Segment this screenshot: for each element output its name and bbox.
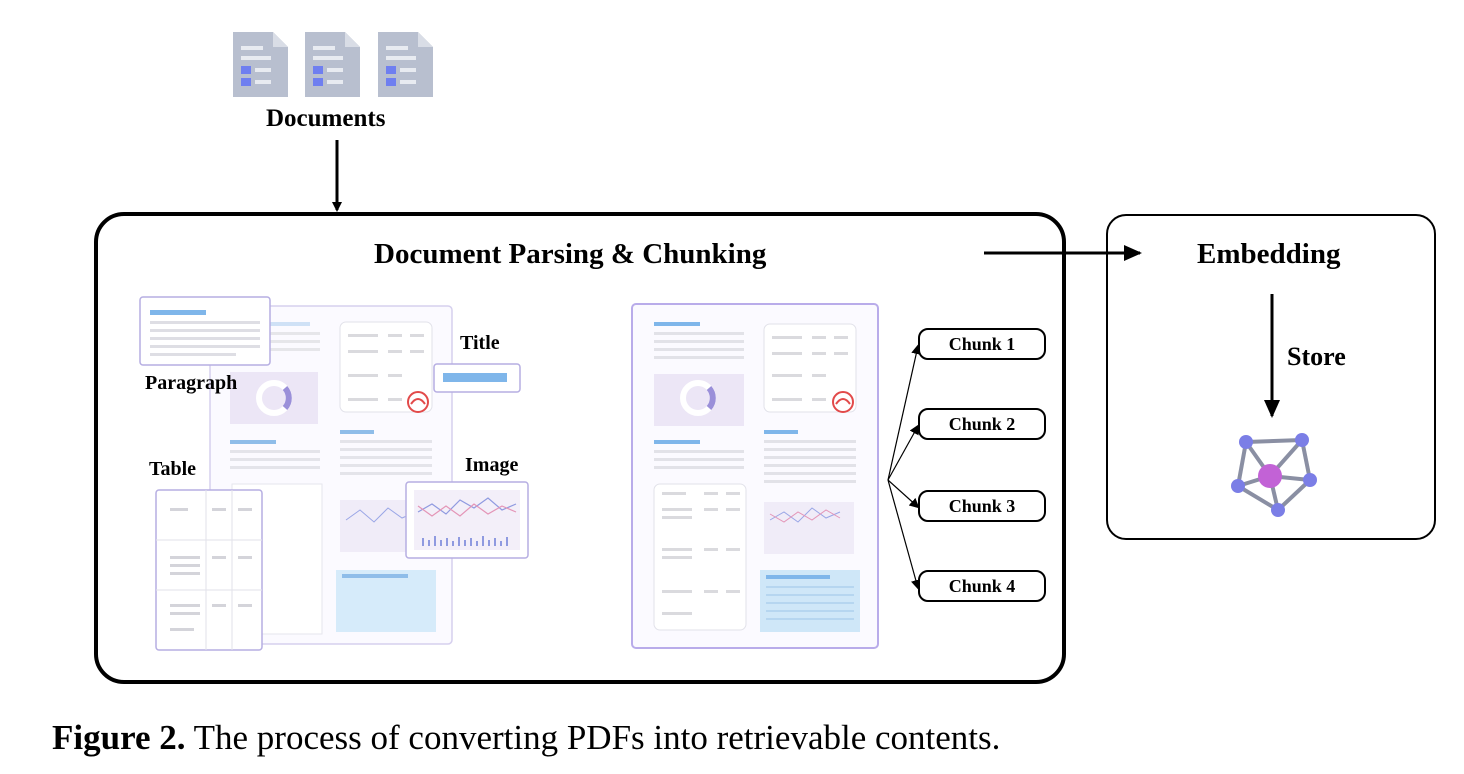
figure-caption-prefix: Figure 2.	[52, 718, 186, 757]
chunk-4: Chunk 4	[918, 570, 1046, 602]
embedding-box	[1106, 214, 1436, 540]
title-callout	[433, 363, 521, 393]
parsing-title: Document Parsing & Chunking	[374, 238, 767, 270]
chunk-branch-lines	[887, 344, 922, 590]
chunked-page	[631, 303, 879, 649]
table-label: Table	[149, 458, 197, 480]
image-label: Image	[465, 454, 519, 476]
documents-label: Documents	[266, 105, 386, 132]
paragraph-callout	[139, 296, 271, 366]
title-label: Title	[460, 332, 500, 354]
paragraph-label: Paragraph	[145, 372, 238, 394]
store-label: Store	[1287, 342, 1346, 371]
chunk-3: Chunk 3	[918, 490, 1046, 522]
figure-caption-text: The process of converting PDFs into retr…	[185, 718, 1001, 757]
chunk-1: Chunk 1	[918, 328, 1046, 360]
vector-store-icon	[1231, 433, 1317, 517]
table-callout	[155, 489, 263, 651]
embedding-title: Embedding	[1197, 238, 1341, 270]
parsing-chunking-box	[94, 212, 1066, 684]
chunk-2: Chunk 2	[918, 408, 1046, 440]
documents-icon	[233, 32, 433, 97]
image-callout	[405, 481, 529, 559]
figure-caption: Figure 2. The process of converting PDFs…	[52, 718, 1000, 758]
